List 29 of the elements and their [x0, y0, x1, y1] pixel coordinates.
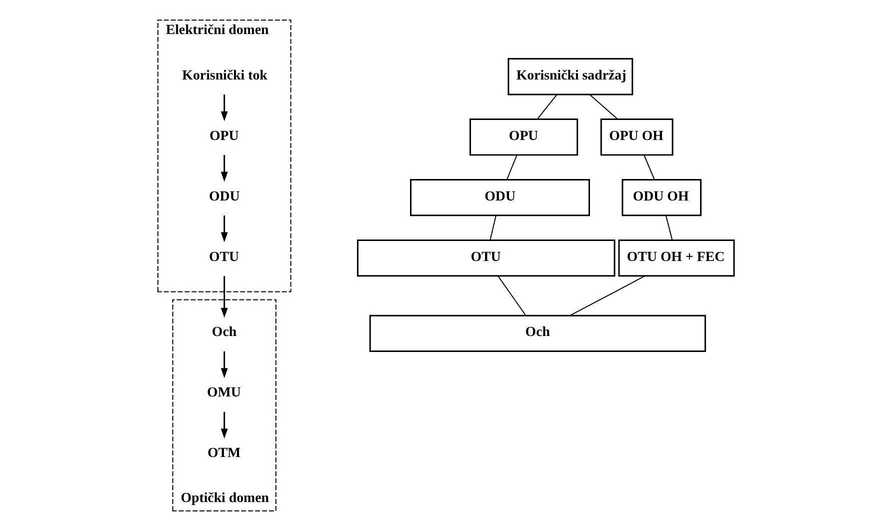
connector — [664, 215, 672, 240]
arrow — [220, 351, 228, 378]
connector — [536, 94, 557, 120]
arrow — [220, 276, 228, 318]
node-text: ODU — [208, 189, 240, 204]
node-text: Och — [211, 325, 236, 340]
node-text: OPU — [208, 128, 238, 144]
node-box: OPU OH — [600, 118, 673, 156]
node-text: OTU — [208, 250, 239, 265]
connector — [588, 94, 618, 120]
connector — [643, 154, 654, 180]
arrow — [220, 94, 228, 122]
node-box: OPU — [469, 118, 578, 156]
node-box: Och — [368, 314, 706, 352]
node-text: Korisnički tok — [182, 68, 267, 84]
arrow — [220, 155, 228, 182]
node-text: OTM — [206, 446, 240, 462]
node-box: ODU OH — [621, 178, 702, 216]
connector — [489, 215, 496, 240]
node-text: OMU — [206, 386, 240, 401]
node-box: OTU OH + FEC — [618, 239, 734, 277]
arrow — [220, 412, 228, 439]
connector — [506, 154, 517, 180]
node-box: ODU — [410, 178, 590, 216]
node-box: Korisnički sadržaj — [507, 58, 633, 96]
arrow — [220, 216, 228, 242]
connector — [569, 276, 645, 316]
connector — [497, 276, 526, 316]
node-box: OTU — [356, 239, 615, 277]
